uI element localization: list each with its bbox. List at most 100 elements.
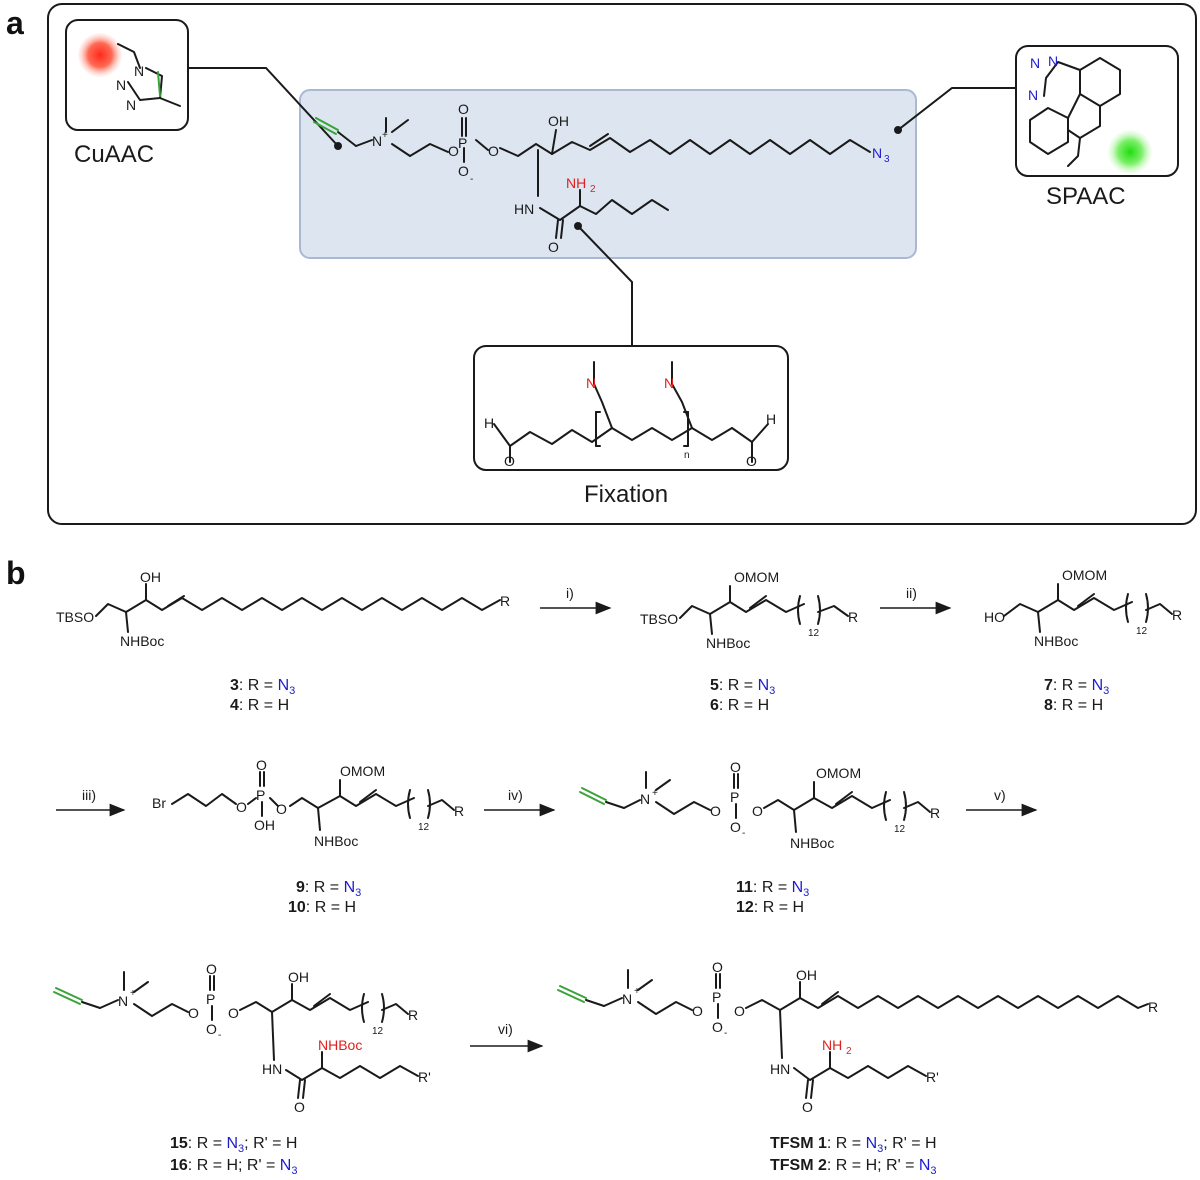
cap-10-text: : R = H <box>306 899 356 916</box>
cap-4-num: 4 <box>230 697 239 714</box>
atom-nh2-sub: 2 <box>590 184 596 195</box>
repeat-n: n <box>684 450 690 461</box>
atom-r-tfsm: R <box>1148 999 1158 1015</box>
cap-6-text: : R = H <box>719 697 769 714</box>
atom-nhboc-1: NHBoc <box>120 633 164 649</box>
atom-o-minus-11: O <box>730 819 741 835</box>
atom-plus-tfsm: + <box>634 986 640 997</box>
atom-omom-1: OMOM <box>734 569 779 585</box>
molecule-highlight <box>299 89 917 259</box>
cap-15-num: 15 <box>170 1135 188 1152</box>
atom-n-11: N <box>640 791 650 807</box>
atom-rprime-tfsm: R' <box>926 1069 939 1085</box>
cap-tfsm1-num: TFSM 1 <box>770 1135 827 1152</box>
atom-o-amide-tfsm: O <box>802 1099 813 1115</box>
atom-nhboc-5: NHBoc <box>790 835 834 851</box>
panel-a-label: a <box>6 5 24 41</box>
atom-p: P <box>458 135 467 151</box>
cap-15-text: : R = <box>188 1135 227 1152</box>
atom-nh2: NH <box>566 175 586 191</box>
atom-nhboc-15: NHBoc <box>318 1037 362 1053</box>
triazole-n1: N <box>134 63 144 79</box>
atom-r-5: R <box>930 805 940 821</box>
atom-o-9a: O <box>236 799 247 815</box>
atom-omom-3: OMOM <box>340 763 385 779</box>
imine-n-1: N <box>586 375 596 391</box>
spaac-n-top: N <box>1030 55 1040 71</box>
atom-o-amide: O <box>548 239 559 255</box>
red-probe <box>78 33 122 77</box>
cap-7-value: N <box>1092 677 1104 694</box>
cap-16-value: N <box>280 1157 292 1174</box>
atom-omom-2: OMOM <box>1062 567 1107 583</box>
svg-text:6: R = H: 6: R = H <box>710 697 769 714</box>
atom-br: Br <box>152 795 166 811</box>
atom-plus: + <box>382 130 388 141</box>
atom-p-11: P <box>730 789 739 805</box>
cap-3-value: N <box>278 677 290 694</box>
atom-o-9c: O <box>276 801 287 817</box>
sub12-2: 12 <box>1136 626 1148 637</box>
cap-9-value: N <box>344 879 356 896</box>
cap-5-num: 5 <box>710 677 719 694</box>
sub12-3: 12 <box>418 822 430 833</box>
atom-rprime-15: R' <box>418 1069 431 1085</box>
sub12-4: 12 <box>894 824 906 835</box>
svg-text:11: R = N3: 11: R = N3 <box>736 879 809 899</box>
step-iv: iv) <box>508 787 523 803</box>
cap-12-num: 12 <box>736 899 754 916</box>
atom-o-11b: O <box>730 759 741 775</box>
cap-11-text: : R = <box>753 879 792 896</box>
compound-15-structure: N + O P O O - O OH 12 R HN NHBoc O R' <box>53 961 431 1115</box>
cap-11-num: 11 <box>736 879 753 896</box>
svg-text:4: R = H: 4: R = H <box>230 697 289 714</box>
panel-b-label: b <box>6 555 26 591</box>
svg-text:10: R = H: 10: R = H <box>288 899 356 916</box>
spaac-label: SPAAC <box>1046 183 1126 210</box>
leader-spaac <box>897 87 1016 131</box>
atom-nhboc-4: NHBoc <box>314 833 358 849</box>
svg-text:7: R = N3: 7: R = N3 <box>1044 677 1109 697</box>
caption-tfsm: TFSM 1: R = N3; R' = H TFSM 2: R = H; R'… <box>770 1135 937 1177</box>
cap-7-text: : R = <box>1053 677 1092 694</box>
atom-o-tfsm-b: O <box>712 959 723 975</box>
imine-n-2: N <box>664 375 674 391</box>
cap-3-num: 3 <box>230 677 239 694</box>
cap-16-text: : R = H; R' = <box>188 1157 280 1174</box>
caption-7: 7: R = N3 8: R = H <box>1044 677 1109 714</box>
cap-7-num: 7 <box>1044 677 1053 694</box>
atom-tbso-2: TBSO <box>640 611 678 627</box>
cap-4-text: : R = H <box>239 697 289 714</box>
atom-o-15c: O <box>228 1005 239 1021</box>
cap-11-sub: 3 <box>803 887 809 899</box>
cap-12-text: : R = H <box>754 899 804 916</box>
compound-3-structure: TBSO OH NHBoc R <box>56 569 510 649</box>
atom-omom-4: OMOM <box>816 765 861 781</box>
atom-minus-15: - <box>218 1030 221 1041</box>
atom-ho-1: HO <box>984 609 1005 625</box>
cap-tfsm1-value: N <box>866 1135 878 1152</box>
atom-hn-tfsm: HN <box>770 1061 790 1077</box>
cap-6-num: 6 <box>710 697 719 714</box>
cap-10-num: 10 <box>288 899 306 916</box>
atom-o-amide-15: O <box>294 1099 305 1115</box>
sub12-1: 12 <box>808 628 820 639</box>
atom-nh2-tfsm: NH <box>822 1037 842 1053</box>
leader-cuaac <box>188 67 339 147</box>
tfsm-final-structure: N + O P O O - O OH R HN NH 2 O R' <box>557 959 1158 1115</box>
atom-n3: N <box>872 145 882 161</box>
svg-text:3: R = N3: 3: R = N3 <box>230 677 295 697</box>
step-vi: vi) <box>498 1021 513 1037</box>
svg-text:9: R = N3: 9: R = N3 <box>296 879 361 899</box>
cap-8-text: : R = H <box>1053 697 1103 714</box>
cuaac-box: N N N <box>65 19 189 131</box>
atom-oh-15: OH <box>288 969 309 985</box>
cap-tfsm1-sub: 3 <box>877 1143 883 1155</box>
svg-text:5: R = N3: 5: R = N3 <box>710 677 775 697</box>
atom-r-4: R <box>454 803 464 819</box>
atom-o-tfsm-c: O <box>734 1003 745 1019</box>
atom-o-9b: O <box>256 757 267 773</box>
sub12-5: 12 <box>372 1026 384 1037</box>
aldehyde-h-right: H <box>766 411 776 427</box>
